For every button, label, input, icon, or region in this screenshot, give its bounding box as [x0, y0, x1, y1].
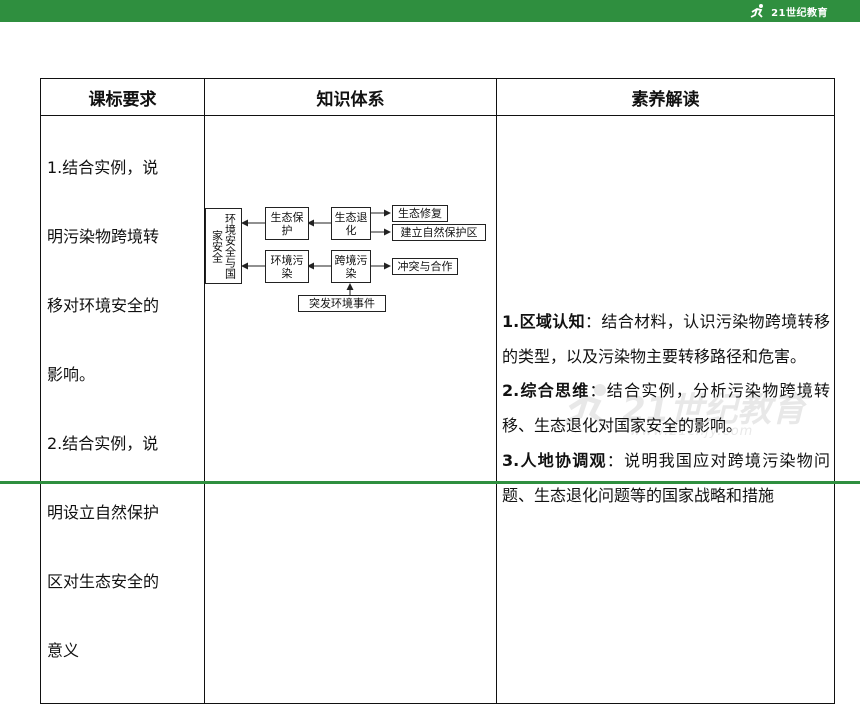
literacy-item: 2.综合思维：结合实例，分析污染物跨境转移、生态退化对国家安全的影响。: [502, 374, 830, 444]
curriculum-line: 明设立自然保护: [47, 502, 160, 522]
node-env-pollution: 环境污染: [265, 250, 309, 283]
node-eco-degrade: 生态退化: [331, 207, 371, 240]
header-knowledge: 知识体系: [204, 78, 497, 116]
runner-logo-icon: [750, 4, 764, 18]
curriculum-line: 2.结合实例，说: [47, 433, 159, 453]
node-emergency: 突发环境事件: [298, 295, 386, 312]
brand-logo: 21世纪教育: [748, 2, 828, 20]
header-curriculum: 课标要求: [40, 78, 205, 116]
literacy-item-text: ：结合实例，分析污染物跨境转移、生态退化对国家安全的影响。: [502, 381, 830, 436]
table-body-row: 1.结合实例，说 明污染物跨境转 移对环境安全的 影响。 2.结合实例，说 明设…: [40, 115, 835, 704]
header-literacy: 素养解读: [496, 78, 835, 116]
node-cross-pollution: 跨境污染: [331, 250, 371, 283]
curriculum-line: 明污染物跨境转: [47, 226, 160, 246]
table-header-row: 课标要求 知识体系 素养解读: [40, 78, 835, 116]
knowledge-diagram: 环境安全与国家安全 生态保护 生态退化 生态修复 建立自然保护区 环境污染 跨境…: [205, 116, 497, 428]
curriculum-line: 影响。: [47, 364, 96, 384]
node-env-security: 环境安全与国家安全: [205, 208, 242, 284]
literacy-item: 3.人地协调观：说明我国应对跨境污染物问题、生态退化问题等的国家战略和措施: [502, 444, 830, 514]
diagram-arrows: [241, 209, 391, 295]
standards-table: 课标要求 知识体系 素养解读 1.结合实例，说 明污染物跨境转 移对环境安全的 …: [40, 78, 835, 704]
brand-text: 21世纪教育: [771, 7, 828, 19]
literacy-cell: 1.区域认知：结合材料，认识污染物跨境转移的类型，以及污染物主要转移路径和危害。…: [496, 115, 835, 704]
node-nature-reserve: 建立自然保护区: [392, 224, 486, 241]
literacy-item-text: ：结合材料，认识污染物跨境转移的类型，以及污染物主要转移路径和危害。: [502, 311, 830, 366]
curriculum-line: 移对环境安全的: [47, 295, 160, 315]
curriculum-line: 意义: [47, 640, 80, 660]
literacy-item-title: 1.区域认知: [502, 311, 585, 331]
literacy-item-title: 3.人地协调观: [502, 451, 607, 471]
curriculum-line: 1.结合实例，说: [47, 157, 159, 177]
curriculum-cell: 1.结合实例，说 明污染物跨境转 移对环境安全的 影响。 2.结合实例，说 明设…: [40, 115, 205, 704]
bottom-border: [0, 481, 860, 484]
node-eco-restore: 生态修复: [392, 205, 448, 222]
literacy-item-title: 2.综合思维: [502, 381, 590, 401]
curriculum-line: 区对生态安全的: [47, 571, 160, 591]
top-banner: 21世纪教育: [0, 0, 860, 22]
curriculum-text: 1.结合实例，说 明污染物跨境转 移对环境安全的 影响。 2.结合实例，说 明设…: [41, 116, 204, 703]
node-eco-protect: 生态保护: [265, 207, 309, 240]
node-conflict-coop: 冲突与合作: [392, 258, 458, 275]
knowledge-diagram-cell: 环境安全与国家安全 生态保护 生态退化 生态修复 建立自然保护区 环境污染 跨境…: [204, 115, 497, 704]
literacy-item: 1.区域认知：结合材料，认识污染物跨境转移的类型，以及污染物主要转移路径和危害。: [502, 305, 830, 375]
